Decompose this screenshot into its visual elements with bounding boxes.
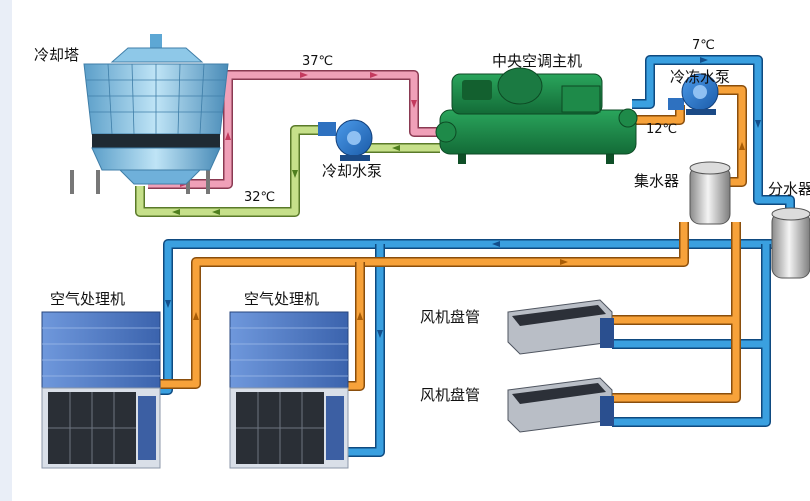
- cooling-water-pump-icon: [318, 119, 373, 161]
- temp-7c-label: 7℃: [692, 38, 715, 53]
- water-collector-icon: [689, 161, 731, 225]
- fan-coil-2-label: 风机盘管: [420, 386, 481, 404]
- chilled-water-pump-label: 冷冻水泵: [670, 68, 731, 86]
- blue-flow-arrows: [165, 57, 761, 338]
- water-collector-label: 集水器: [634, 172, 680, 190]
- temp-37c-label: 37℃: [302, 54, 334, 69]
- air-handler-2-label: 空气处理机: [244, 290, 320, 308]
- water-distributor-icon: [771, 207, 810, 279]
- fan-coil-1-label: 风机盘管: [420, 308, 481, 326]
- cooling-water-pump-label: 冷却水泵: [322, 162, 383, 180]
- green-flow-arrows: [172, 145, 400, 215]
- orange-flow-arrows: [193, 142, 745, 320]
- air-handler-unit-2-icon: [229, 311, 349, 469]
- fan-coil-unit-2-icon: [507, 377, 614, 433]
- cooling-tower-icon: [70, 34, 229, 194]
- chilled-water-pump-icon: [668, 73, 719, 115]
- pink-pipe: [148, 70, 440, 189]
- air-handler-unit-1-icon: [41, 311, 161, 469]
- air-handler-1-label: 空气处理机: [50, 290, 126, 308]
- temp-32c-label: 32℃: [244, 190, 276, 205]
- fan-coil-unit-1-icon: [507, 299, 614, 355]
- central-ac-unit-label: 中央空调主机: [492, 52, 583, 70]
- central-ac-unit-icon: [435, 67, 638, 164]
- cooling-tower-label: 冷却塔: [34, 46, 80, 64]
- temp-12c-label: 12℃: [646, 122, 678, 137]
- water-distributor-label: 分水器: [768, 180, 810, 198]
- page-left-edge: [0, 0, 12, 501]
